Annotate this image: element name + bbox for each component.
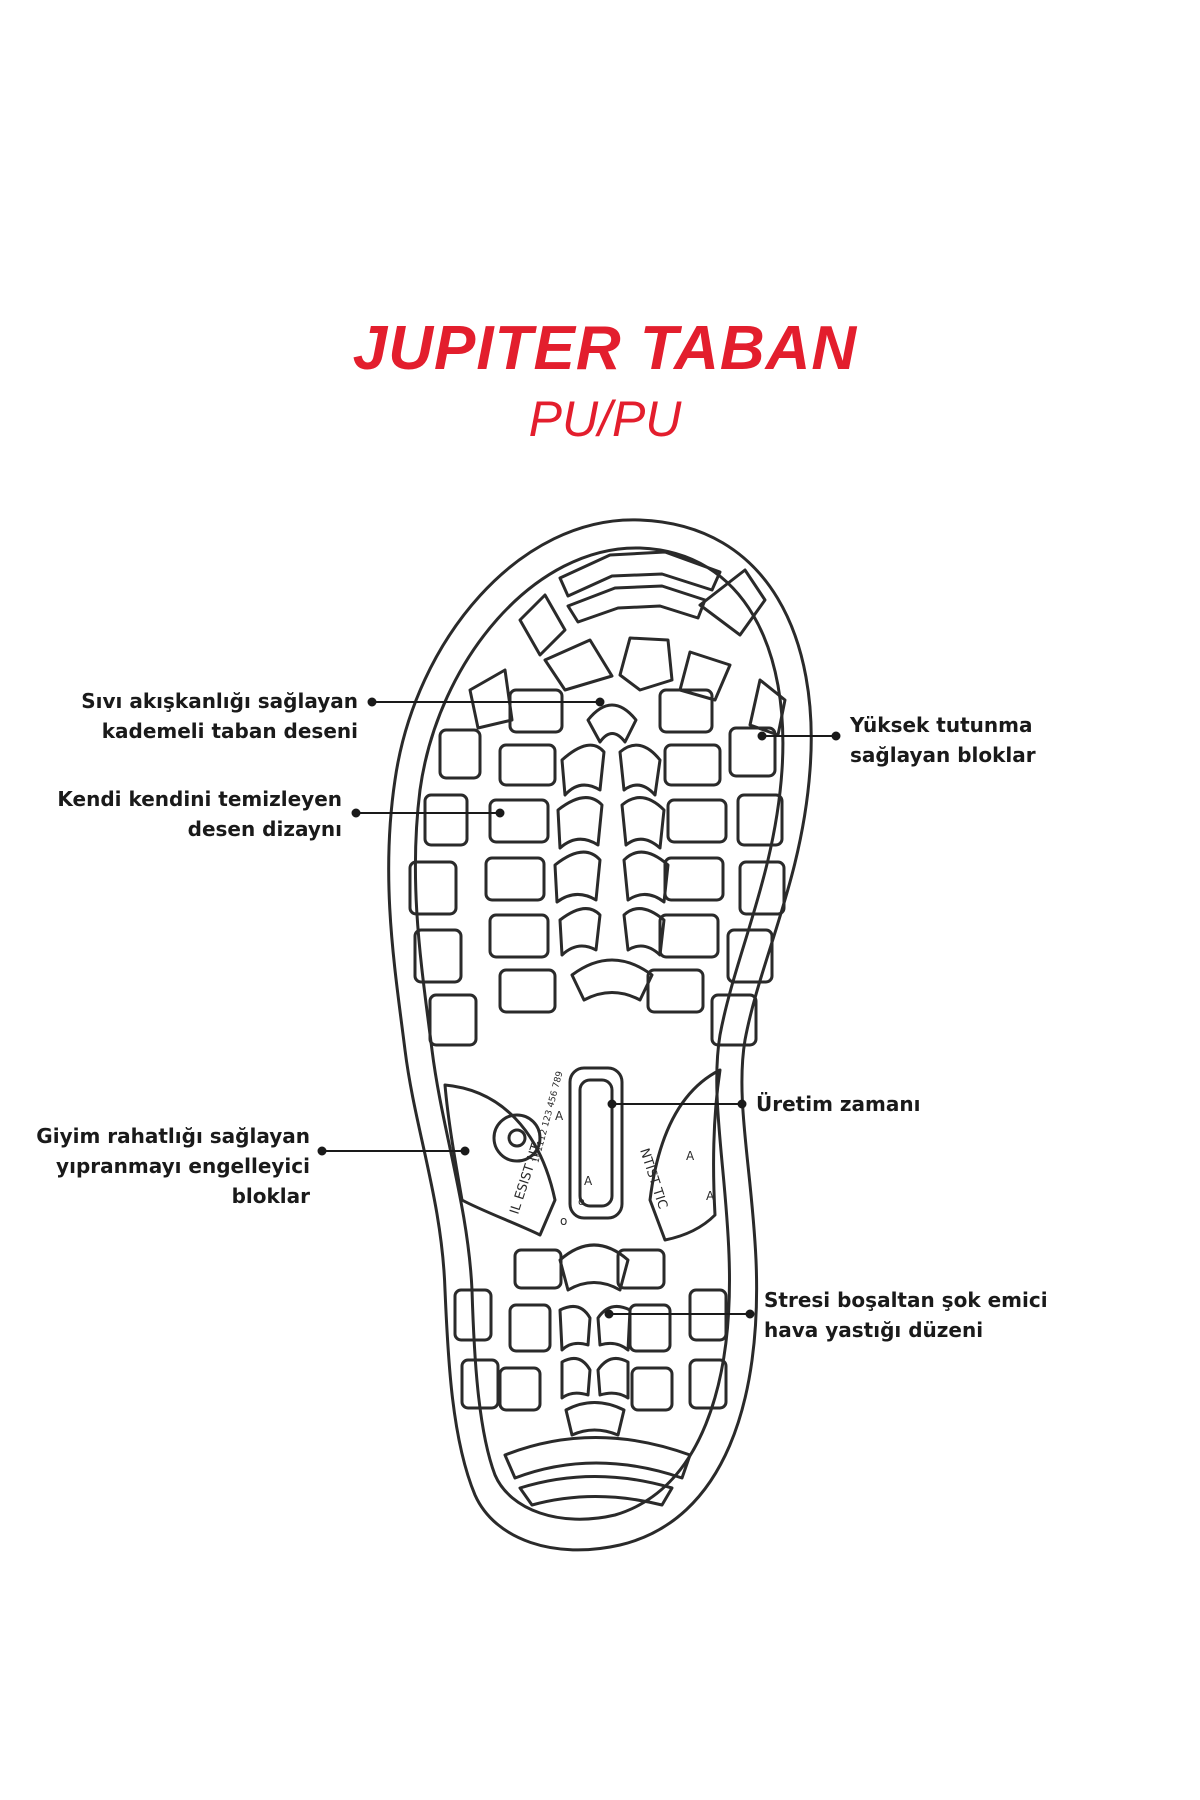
callout-line: Yüksek tutunma xyxy=(850,713,1033,737)
production-clock xyxy=(492,1113,542,1163)
arch-mark: A xyxy=(584,1174,593,1188)
callout-line: hava yastığı düzeni xyxy=(764,1318,984,1342)
callout-production-time: Üretim zamanı xyxy=(756,1089,920,1119)
toe-chevron xyxy=(558,550,722,598)
heel-arc xyxy=(503,1436,692,1480)
toe-block xyxy=(543,638,614,692)
toe-block xyxy=(468,668,514,730)
callout-line: sağlayan bloklar xyxy=(850,743,1036,767)
leader-dot xyxy=(831,731,841,741)
callout-line: yıpranmayı engelleyici xyxy=(56,1154,310,1178)
callout-shock-absorber: Stresi boşaltan şok emici hava yastığı d… xyxy=(764,1285,1048,1345)
sole-inner-rim xyxy=(413,546,785,1521)
toe-chevron xyxy=(698,568,767,637)
leader-dot xyxy=(595,697,605,707)
callout-self-cleaning-pattern: Kendi kendini temizleyen desen dizaynı xyxy=(57,784,342,844)
leader-dot xyxy=(367,697,377,707)
callout-line: Giyim rahatlığı sağlayan xyxy=(36,1124,310,1148)
arch-right-text: NTIST TIC xyxy=(636,1147,670,1211)
leader-dot xyxy=(604,1309,614,1319)
leader-dot xyxy=(460,1146,470,1156)
arch-mark: A xyxy=(555,1109,564,1123)
leader-dot xyxy=(745,1309,755,1319)
arch-mark: o xyxy=(560,1214,567,1228)
arch-right xyxy=(648,1068,722,1242)
callout-line: Sıvı akışkanlığı sağlayan xyxy=(81,689,358,713)
leader-dot xyxy=(495,808,505,818)
heel-blocks xyxy=(453,1243,728,1437)
callout-line: Stresi boşaltan şok emici xyxy=(764,1288,1048,1312)
heel-arc xyxy=(518,1475,674,1507)
arch-left xyxy=(443,1083,557,1237)
arch-mark: A xyxy=(686,1149,695,1163)
leader-dot xyxy=(317,1146,327,1156)
callout-line: kademeli taban deseni xyxy=(101,719,358,743)
callout-comfort-blocks: Giyim rahatlığı sağlayan yıpranmayı enge… xyxy=(36,1121,310,1211)
center-chevrons xyxy=(553,703,670,1002)
toe-chevron xyxy=(566,584,707,624)
callout-grip-blocks: Yüksek tutunma sağlayan bloklar xyxy=(850,710,1036,770)
arch-left-text: IL ESIST NT xyxy=(508,1142,545,1217)
right-lugs xyxy=(646,688,786,1047)
callout-line: bloklar xyxy=(231,1184,310,1208)
callout-line: Kendi kendini temizleyen xyxy=(57,787,342,811)
arch-mark: o xyxy=(578,1195,585,1208)
toe-block xyxy=(678,650,732,702)
sole-outline xyxy=(387,518,813,1552)
toe-block xyxy=(618,636,674,692)
leader-dot xyxy=(607,1099,617,1109)
leader-dot xyxy=(737,1099,747,1109)
leader-dot xyxy=(351,808,361,818)
left-lugs xyxy=(408,688,564,1047)
page-title: JUPITER TABAN xyxy=(352,314,858,383)
callout-fluid-flow-pattern: Sıvı akışkanlığı sağlayan kademeli taban… xyxy=(81,686,358,746)
toe-chevron xyxy=(518,593,567,657)
leader-dot xyxy=(757,731,767,741)
page-subtitle: PU/PU xyxy=(528,391,682,447)
arch-center-slot xyxy=(568,1066,624,1220)
callout-line: Üretim zamanı xyxy=(756,1092,921,1116)
arch-mark: A xyxy=(706,1189,715,1203)
callout-line: desen dizaynı xyxy=(187,817,342,841)
